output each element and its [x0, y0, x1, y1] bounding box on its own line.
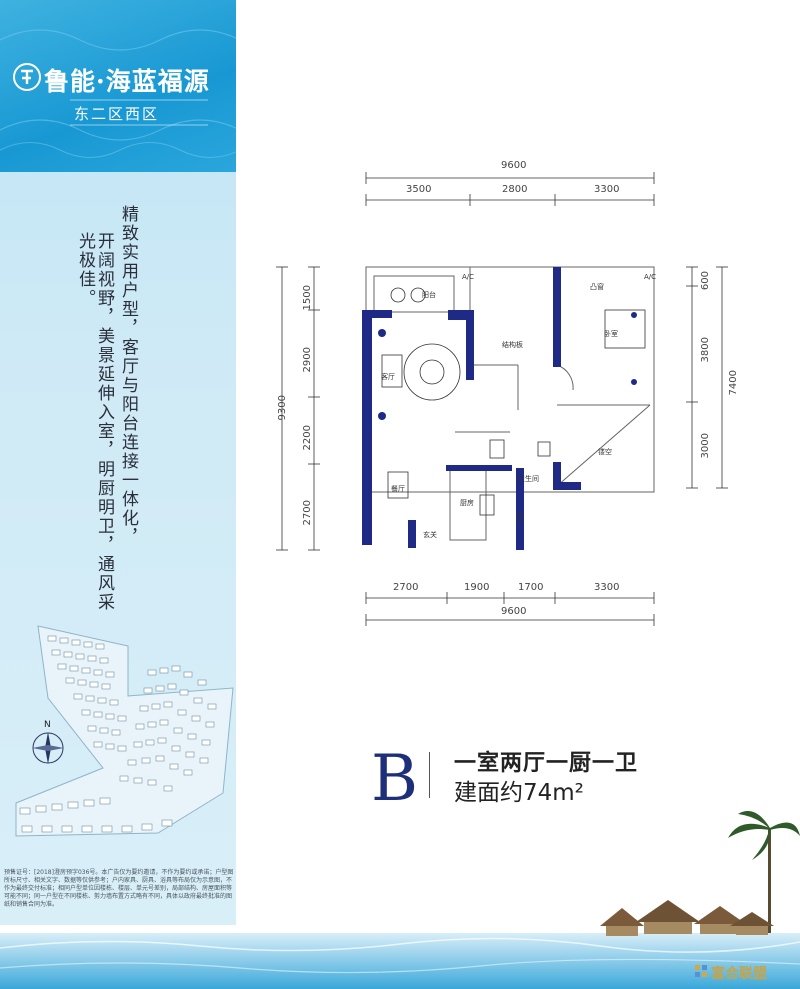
compass-icon [32, 732, 64, 764]
dim-left-seg-2: 2900 [302, 347, 313, 373]
dim-top-seg-3: 3300 [594, 184, 620, 195]
dim-top-total: 9600 [501, 160, 527, 171]
dim-top-seg-2: 2800 [502, 184, 528, 195]
dim-bottom-seg-1: 2700 [393, 582, 419, 593]
plan-letter: B [371, 742, 419, 816]
room-structural: 结构板 [502, 341, 523, 349]
room-bay-window: 凸窗 [590, 283, 604, 291]
room-kitchen: 厨房 [460, 499, 474, 507]
brand-subtitle: 东二区西区 [74, 105, 160, 123]
dim-bottom-seg-3: 1700 [518, 582, 544, 593]
ac-label-3: A/C [515, 512, 523, 525]
slogan-column-2: 开阔视野，美景延伸入室，明厨明卫，通风采光极佳。 [75, 232, 114, 612]
dim-right-seg-2: 3800 [700, 337, 711, 363]
brand-banner [0, 0, 236, 172]
palm-tree [728, 811, 800, 933]
room-dining: 餐厅 [391, 485, 405, 493]
dim-left-seg-3: 2200 [302, 425, 313, 451]
site-map [15, 625, 234, 837]
ac-label-2: A/C [644, 273, 657, 281]
caption-divider [429, 752, 430, 798]
dim-right-total: 7400 [728, 370, 739, 396]
room-living: 客厅 [381, 373, 395, 381]
room-entrance: 玄关 [423, 531, 437, 539]
dim-left-total: 9300 [277, 395, 288, 421]
floor-plan [276, 172, 728, 626]
disclaimer-text: 预售证号：[2018]澄房预字036号。本广告仅为要约邀请，不作为要约或承诺；户… [4, 869, 234, 908]
dim-left-seg-4: 2700 [302, 500, 313, 526]
footer-logo-icon [695, 965, 707, 977]
brand-title: 鲁能·海蓝福源 [44, 67, 210, 96]
slogan-column-1: 精致实用户型，客厅与阳台连接一体化， [118, 205, 138, 547]
dim-bottom-seg-4: 3300 [594, 582, 620, 593]
room-void: 镂空 [598, 448, 612, 456]
dim-right-seg-1: 600 [700, 271, 711, 291]
plan-type: 一室两厅一厨一卫 [454, 751, 639, 776]
room-bathroom: 卫生间 [518, 475, 539, 483]
dim-top-seg-1: 3500 [406, 184, 432, 195]
room-bedroom: 卧室 [604, 330, 618, 338]
dim-bottom-total: 9600 [501, 606, 527, 617]
dim-left-seg-1: 1500 [302, 285, 313, 311]
compass-label: N [44, 720, 51, 730]
footer-brand: 富合联盟 [711, 966, 767, 982]
wave-pattern [0, 29, 236, 158]
huts [600, 900, 774, 936]
plan-area: 建面约74m² [454, 780, 584, 806]
sea-scene [0, 811, 800, 989]
ac-label-1: A/C [462, 273, 475, 281]
dim-bottom-seg-2: 1900 [464, 582, 490, 593]
brand-logo-icon [13, 63, 41, 91]
room-balcony: 阳台 [422, 291, 436, 299]
dim-right-seg-3: 3000 [700, 433, 711, 459]
